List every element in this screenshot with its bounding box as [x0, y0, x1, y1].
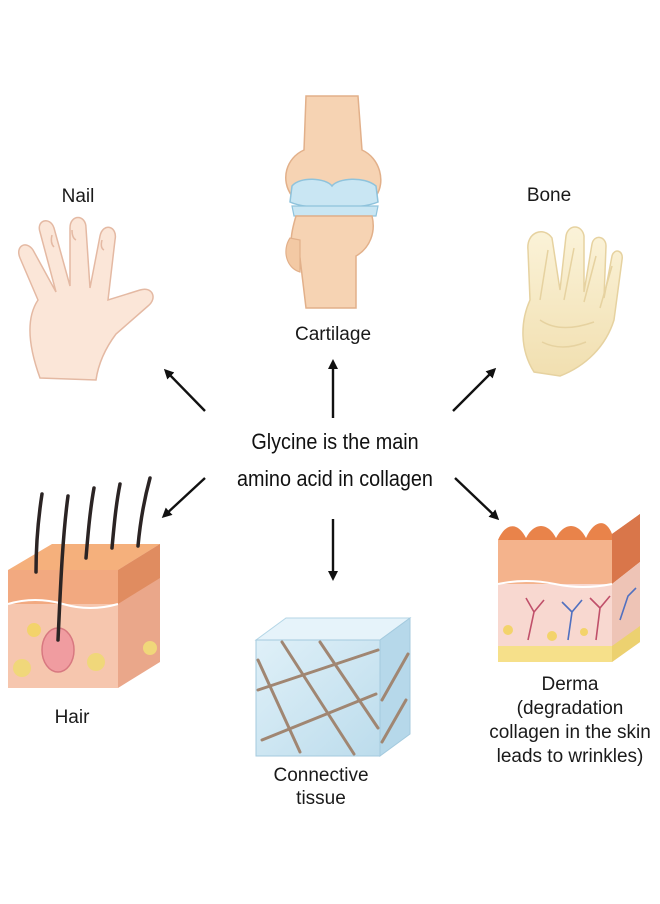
label-derma-line2: (degradation [516, 698, 624, 719]
label-bone: Bone [526, 185, 572, 206]
arrow-to-derma [454, 477, 500, 521]
arrows [161, 359, 500, 581]
label-derma-line3: collagen in the skin [489, 722, 651, 743]
label-connective-line2: tissue [296, 788, 346, 809]
label-hair: Hair [54, 707, 90, 728]
arrow-to-nail [163, 368, 206, 412]
label-derma-line4: leads to wrinkles) [496, 746, 644, 767]
center-title-line1: Glycine is the main [251, 429, 419, 454]
derma-illustration [497, 514, 640, 662]
knee-illustration [285, 95, 382, 309]
foot-bones-illustration [522, 226, 623, 377]
connective-tissue-cube [254, 617, 412, 757]
label-nail: Nail [61, 186, 95, 207]
center-title-line2: amino acid in collagen [237, 466, 433, 491]
arrow-to-hair [161, 477, 206, 519]
hair-skin-illustration [7, 476, 160, 688]
arrow-to-bone [452, 367, 497, 412]
label-cartilage: Cartilage [294, 324, 372, 345]
label-connective-line1: Connective [273, 765, 369, 786]
hand-illustration [18, 216, 154, 381]
label-derma-line1: Derma [541, 674, 599, 695]
